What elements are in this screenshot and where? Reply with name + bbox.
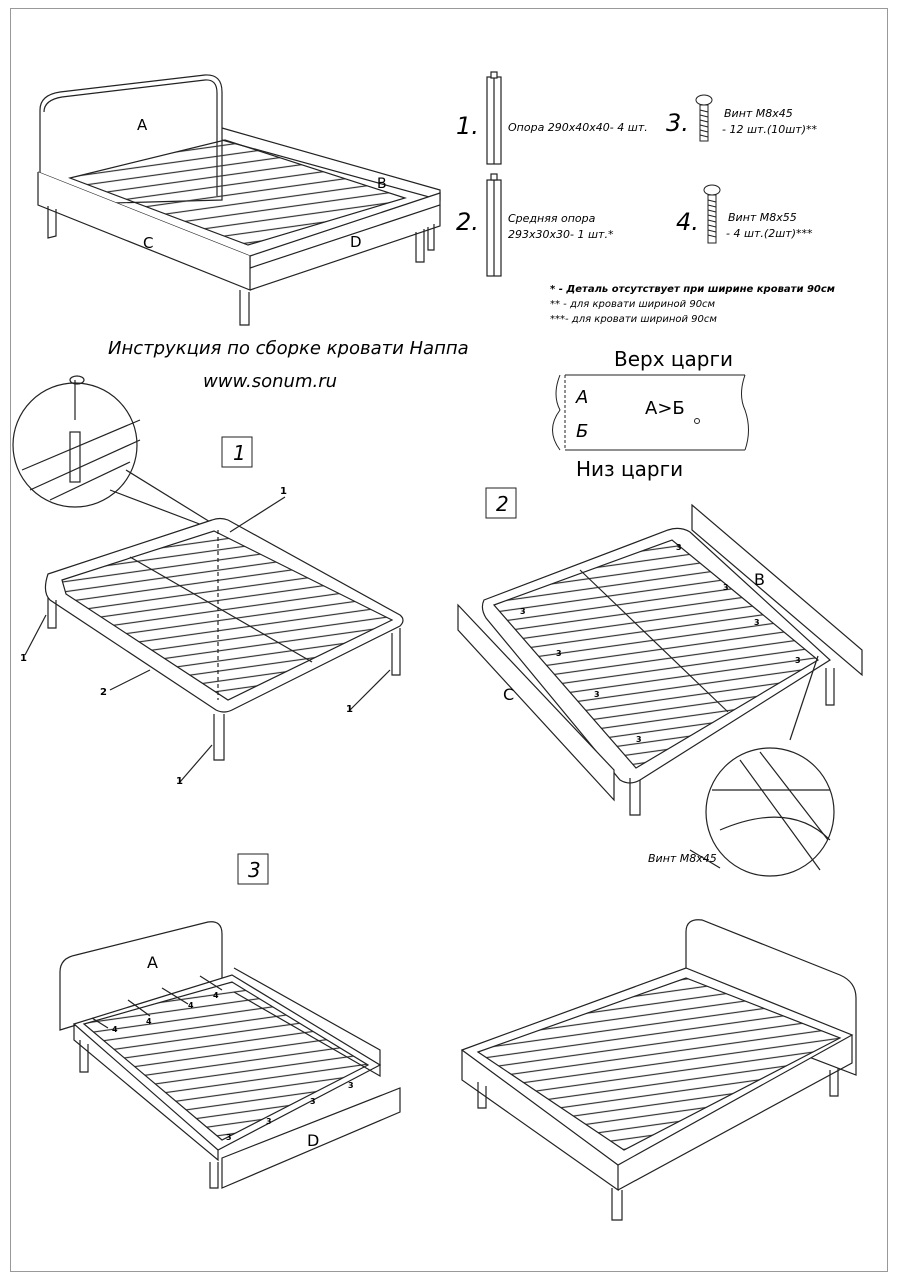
part-1-number: 1.	[456, 112, 479, 140]
step-2-screw-callout-1: 3	[676, 543, 682, 552]
screw-m8x45-icon	[695, 94, 713, 142]
part-4-description-line2: - 4 шт.(2шт)***	[726, 227, 813, 240]
part-2-number: 2.	[456, 208, 479, 236]
step-3-screw55-callout-2: 4	[146, 1017, 152, 1026]
step-3-box	[237, 853, 269, 885]
step-3-screw45-callout-1: 3	[226, 1133, 232, 1142]
part-3-description-line2: - 12 шт.(10шт)**	[722, 123, 817, 136]
step-1-number: 1	[233, 441, 246, 465]
bed-overview-drawing	[37, 74, 441, 326]
part-4-number: 4.	[676, 208, 699, 236]
rail-bottom-label: Низ царги	[576, 457, 683, 481]
step-1-callout-leg-right: 1	[346, 704, 353, 715]
step-3-footboard-label: D	[307, 1131, 319, 1150]
part-3-description-line1: Винт М8х45	[724, 107, 793, 120]
left-rail-label: C	[143, 234, 153, 252]
note-2: ** - для кровати шириной 90см	[550, 299, 716, 310]
right-rail-label: B	[377, 176, 387, 192]
part-3-number: 3.	[666, 109, 689, 137]
step-3-screw55-callout-1: 4	[112, 1025, 118, 1034]
step-2-number: 2	[496, 492, 509, 516]
footboard-label: D	[350, 233, 362, 251]
part-1-description: Опора 290х40х40- 4 шт.	[508, 121, 648, 134]
step-3-headboard-label: A	[147, 953, 158, 972]
step-2-right-rail-label: B	[754, 570, 765, 589]
note-1: * - Деталь отсутствует при ширине кроват…	[550, 284, 835, 295]
step-3-screw55-callout-4: 4	[213, 991, 219, 1000]
step-1-callout-leg-left: 1	[20, 653, 27, 664]
part-middle-leg-icon	[486, 173, 502, 277]
step-1-callout-middle-leg: 2	[100, 687, 107, 698]
rail-orientation-diagram	[552, 374, 749, 451]
step-2-screw-callout-2: 3	[723, 583, 729, 592]
step-1-box	[221, 436, 253, 468]
screw-m8x55-icon	[703, 184, 721, 244]
note-3: ***- для кровати шириной 90см	[550, 314, 717, 325]
step-3-drawing	[59, 921, 401, 1189]
step-2-drawing	[457, 503, 863, 877]
step-2-screw-callout-8: 3	[636, 735, 642, 744]
rail-a-label: А	[575, 387, 588, 408]
step-2-left-rail-label: C	[503, 685, 514, 704]
step-1-drawing	[12, 375, 404, 783]
step-3-screw45-callout-2: 3	[266, 1117, 272, 1126]
final-bed-drawing	[460, 919, 857, 1221]
part-leg-icon	[486, 71, 502, 165]
step-1-callout-leg-top: 1	[280, 486, 287, 497]
headboard-label: A	[137, 116, 148, 134]
step-2-screw-callout-7: 3	[594, 690, 600, 699]
step-1-callout-leg-front: 1	[176, 776, 183, 787]
rail-b-label: Б	[576, 421, 588, 442]
website-url: www.sonum.ru	[203, 371, 337, 392]
step-2-screw-callout-5: 3	[520, 607, 526, 616]
step-2-zoom-label: Винт М8х45	[648, 852, 717, 865]
document-title: Инструкция по сборке кровати Наппа	[108, 338, 469, 359]
part-2-description-line2: 293х30х30- 1 шт.*	[508, 228, 614, 241]
step-3-screw45-callout-4: 3	[348, 1081, 354, 1090]
rail-rule-label: А>Б	[645, 398, 685, 419]
rail-top-label: Верх царги	[614, 347, 733, 371]
step-3-screw55-callout-3: 4	[188, 1001, 194, 1010]
step-2-screw-callout-6: 3	[556, 649, 562, 658]
step-2-screw-callout-4: 3	[795, 656, 801, 665]
step-3-number: 3	[248, 858, 261, 882]
step-3-screw45-callout-3: 3	[310, 1097, 316, 1106]
part-2-description-line1: Средняя опора	[508, 212, 596, 225]
step-2-box	[485, 487, 517, 519]
step-2-screw-callout-3: 3	[754, 618, 760, 627]
part-4-description-line1: Винт М8х55	[728, 211, 797, 224]
page-border	[10, 8, 888, 1272]
